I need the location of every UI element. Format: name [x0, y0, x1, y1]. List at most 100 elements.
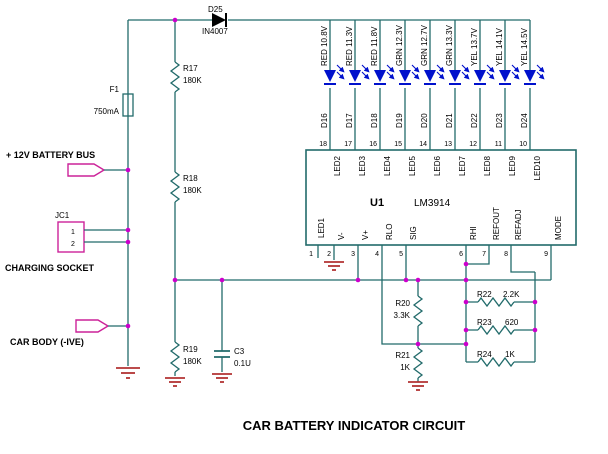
ground-icon [324, 261, 344, 271]
pin-number: 1 [309, 251, 313, 258]
led-voltage-label: GRN 13.3V [445, 24, 454, 66]
connector-icon [67, 163, 106, 177]
resistor-r21: R21 1K [395, 326, 424, 382]
resistor-r23: R23 620 [466, 318, 535, 336]
resistor-icon [169, 61, 181, 93]
led-d17: RED 11.3V D17 17 [344, 20, 370, 150]
resistor-icon [477, 296, 515, 308]
led-voltage-label: GRN 12.3V [395, 24, 404, 66]
r20-value: 3.3K [394, 311, 411, 320]
resistor-r19: R19 180K [169, 202, 202, 376]
connector-icon [75, 319, 110, 333]
led-d16: RED 10.8V D16 18 [319, 20, 345, 150]
resistor-r22: R22 2.2K [466, 290, 535, 308]
led-icon [449, 70, 461, 82]
socket-ref: JC1 [55, 211, 70, 220]
pin-number: 5 [399, 251, 403, 258]
resistor-r18: R18 180K [169, 92, 202, 203]
pin-number: 7 [482, 251, 486, 258]
ground-icon [116, 367, 140, 379]
pin-number: 13 [444, 141, 452, 148]
capacitor-c3: C3 0.1U [214, 280, 251, 372]
led-icon [374, 70, 386, 82]
ic-pin-name: LED8 [483, 155, 492, 176]
r18-ref: R18 [183, 174, 198, 183]
ground-icon [408, 381, 428, 391]
capacitor-icon [214, 350, 230, 358]
pin-number: 8 [504, 251, 508, 258]
fuse-f1: F1 750mA [94, 20, 134, 366]
ic-pin-name: LED10 [533, 155, 542, 180]
ic-pin-name: LED2 [333, 155, 342, 176]
pin-number: 3 [351, 251, 355, 258]
pin-number: 4 [375, 251, 379, 258]
ground-icon [212, 373, 232, 383]
r18-value: 180K [183, 186, 202, 195]
ic-pin-name: RLO [385, 224, 394, 240]
led-voltage-label: RED 11.3V [345, 26, 354, 66]
car-body-connector: CAR BODY (-IVE) [10, 319, 128, 347]
charging-socket-label: CHARGING SOCKET [5, 263, 95, 273]
ic-part: LM3914 [414, 198, 451, 209]
pin-number: 9 [544, 251, 548, 258]
led-ref: D18 [370, 113, 379, 128]
c3-ref: C3 [234, 347, 245, 356]
ic-pin-name: REFADJ [514, 209, 523, 240]
diode-icon [212, 13, 226, 27]
circuit-title: CAR BATTERY INDICATOR CIRCUIT [243, 418, 466, 433]
r22-ref: R22 [477, 290, 492, 299]
led-d21: GRN 13.3V D21 13 [444, 20, 470, 150]
ic-pin-name: LED6 [433, 155, 442, 176]
pin-number: 16 [369, 141, 377, 148]
pin-number: 11 [495, 141, 502, 148]
led-ref: D22 [470, 113, 479, 128]
led-voltage-label: YEL 13.7V [470, 27, 479, 66]
resistor-icon [169, 171, 181, 203]
battery-bus-label: + 12V BATTERY BUS [6, 150, 95, 160]
led-ref: D24 [520, 113, 529, 128]
c3-value: 0.1U [234, 359, 251, 368]
ic-pin-name: LED3 [358, 155, 367, 176]
fuse-ref: F1 [110, 85, 120, 94]
led-icon [524, 70, 536, 82]
ground-icon [165, 377, 185, 387]
r21-ref: R21 [395, 351, 410, 360]
led-icon [499, 70, 511, 82]
resistor-r17: R17 180K [169, 20, 202, 93]
ic-pin-name: LED5 [408, 155, 417, 176]
led-d18: RED 11.8V D18 16 [369, 20, 395, 150]
r22-value: 2.2K [503, 290, 520, 299]
socket-icon [57, 221, 85, 253]
led-voltage-label: RED 11.8V [370, 26, 379, 66]
led-icon [424, 70, 436, 82]
pin-number: 17 [344, 141, 352, 148]
led-voltage-label: YEL 14.5V [520, 27, 529, 66]
led-voltage-label: RED 10.8V [320, 25, 329, 66]
ic-u1: LED2 LED3 LED4 LED5 LED6 LED7 LED8 LED9 … [305, 149, 577, 258]
diode-ref: D25 [208, 5, 223, 14]
pin-number: 15 [394, 141, 402, 148]
junction-dots [125, 17, 538, 347]
ic-pin-name: V- [337, 232, 346, 240]
r24-value: 1K [505, 350, 515, 359]
r23-value: 620 [505, 318, 519, 327]
jc1-connector: JC1 1 2 CHARGING SOCKET [5, 211, 128, 273]
pin-number: 6 [459, 251, 463, 258]
led-voltage-label: GRN 12.7V [420, 24, 429, 66]
led-ref: D19 [395, 113, 404, 128]
ic-pin-name: SIG [409, 226, 418, 240]
pin-number: 12 [469, 141, 477, 148]
resistor-icon [412, 347, 424, 379]
pin-number: 14 [419, 141, 427, 148]
r19-ref: R19 [183, 345, 198, 354]
r19-value: 180K [183, 357, 202, 366]
led-d19: GRN 12.3V D19 15 [394, 20, 420, 150]
resistor-icon [477, 356, 515, 368]
ic-pin-name: LED7 [458, 155, 467, 176]
led-ref: D23 [495, 113, 504, 128]
led-d20: GRN 12.7V D20 14 [419, 20, 445, 150]
resistor-r24: R24 1K [418, 272, 536, 368]
fuse-value: 750mA [94, 107, 120, 116]
ic-pin-name: LED9 [508, 155, 517, 176]
resistor-icon [477, 324, 515, 336]
